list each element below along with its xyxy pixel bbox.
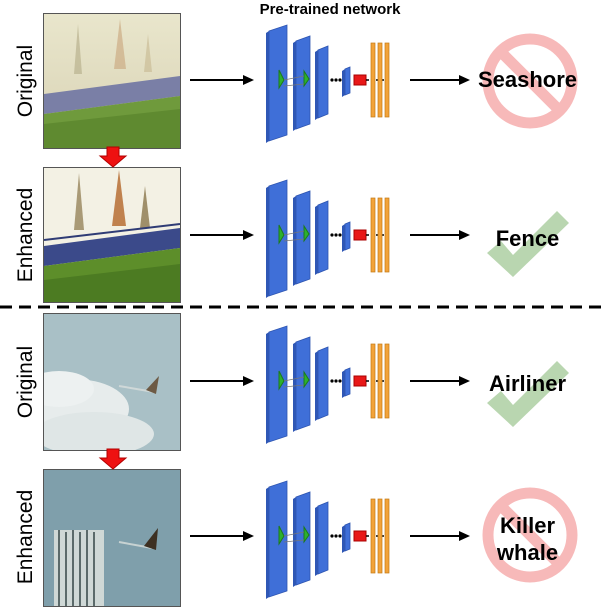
right-arrow-icon [190,531,254,541]
kernel [303,224,310,243]
kernel [278,224,285,245]
kernel [303,370,310,389]
fc-layer [384,42,390,118]
kernel [278,370,285,391]
conv-layer [317,45,329,119]
conv-layer [344,367,351,397]
prediction-line-2: whale [496,540,559,565]
right-arrow-icon [410,531,470,541]
photo-fence-original [43,13,181,149]
conv-layer [268,325,288,443]
conv-layer [317,501,329,575]
checkmark-icon [487,211,569,277]
right-arrow-icon [190,75,254,85]
photo-fence-enhanced [43,167,181,303]
ellipsis-dot [334,233,338,237]
right-arrow-icon [410,230,470,240]
pool-block [353,530,367,542]
prediction-line-1: Killer [499,513,556,538]
fc-layer [377,498,383,574]
prediction-label-killer-whale: Killer whale [455,512,600,566]
fc-layer [370,498,376,574]
conv-layer [268,480,288,598]
pool-block [353,375,367,387]
fc-layer [377,343,383,419]
ellipsis-dot [338,534,342,538]
fc-layer [384,498,390,574]
kernel [303,69,310,88]
kernel [278,69,285,90]
ellipsis-dot [330,534,334,538]
fc-layer [370,343,376,419]
fc-layer [377,197,383,273]
pool-block [353,74,367,86]
photo-plane-original [43,313,181,451]
conv-layer [344,522,351,552]
conv-layer [268,24,288,142]
conv-layer [317,346,329,420]
fc-layer [370,197,376,273]
prediction-label-seashore: Seashore [477,67,578,92]
checkmark-icon [487,361,569,427]
pool-block [353,229,367,241]
fc-layer [370,42,376,118]
conv-layer [295,336,311,431]
ellipsis-dot [338,379,342,383]
ellipsis-dot [330,78,334,82]
right-arrow-icon [190,230,254,240]
ellipsis-dot [334,379,338,383]
ellipsis-dot [334,78,338,82]
conv-layer [295,35,311,130]
kernel [278,525,285,546]
ellipsis-dot [330,233,334,237]
ellipsis-dot [330,379,334,383]
prediction-label-fence: Fence [495,226,560,251]
right-arrow-icon [190,376,254,386]
fc-layer [377,42,383,118]
photo-plane-enhanced [43,469,181,607]
no-sign-icon [482,33,578,129]
conv-layer [344,221,351,251]
no-sign-icon [482,487,578,583]
ellipsis-dot [334,534,338,538]
conv-layer [295,190,311,285]
network-title: Pre-trained network [259,1,401,18]
ellipsis-dot [338,78,342,82]
kernel [303,525,310,544]
right-arrow-icon [410,376,470,386]
fc-layer [384,343,390,419]
prediction-label-airliner: Airliner [488,371,567,396]
ellipsis-dot [338,233,342,237]
fc-layer [384,197,390,273]
conv-layer [295,491,311,586]
conv-layer [344,66,351,96]
conv-layer [268,179,288,297]
right-arrow-icon [410,75,470,85]
conv-layer [317,200,329,274]
